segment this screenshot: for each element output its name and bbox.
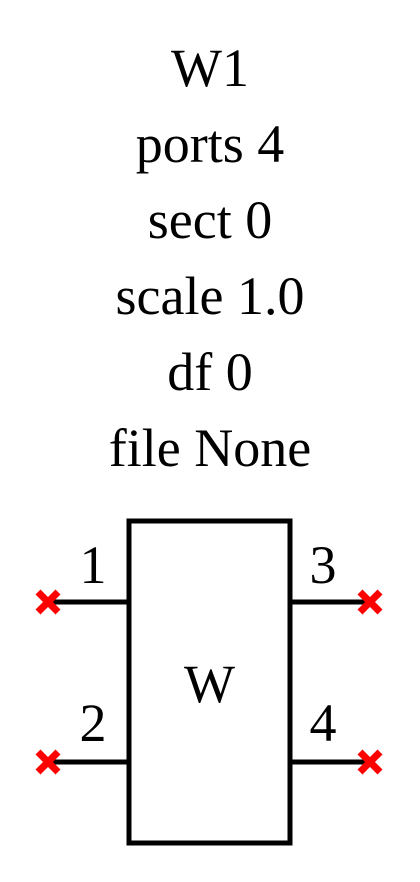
port-2-label: 2 [80, 693, 107, 753]
component-symbol-label: W [184, 654, 235, 714]
port-1-marker-icon[interactable] [35, 589, 61, 615]
port-2-marker-icon[interactable] [35, 749, 61, 775]
component-name: W1 [171, 38, 249, 98]
property-sect: sect 0 [147, 190, 273, 250]
property-scale: scale 1.0 [115, 266, 305, 326]
port-4-marker-icon[interactable] [357, 749, 383, 775]
port-3-label: 3 [310, 535, 337, 595]
port-3-marker-icon[interactable] [357, 589, 383, 615]
property-file: file None [108, 418, 312, 478]
component-properties: W1 ports 4 sect 0 scale 1.0 df 0 file No… [0, 30, 420, 486]
port-1-label: 1 [80, 535, 107, 595]
port-4-label: 4 [310, 693, 337, 753]
property-ports: ports 4 [135, 114, 285, 174]
property-df: df 0 [167, 342, 253, 402]
component-body[interactable] [126, 518, 293, 846]
